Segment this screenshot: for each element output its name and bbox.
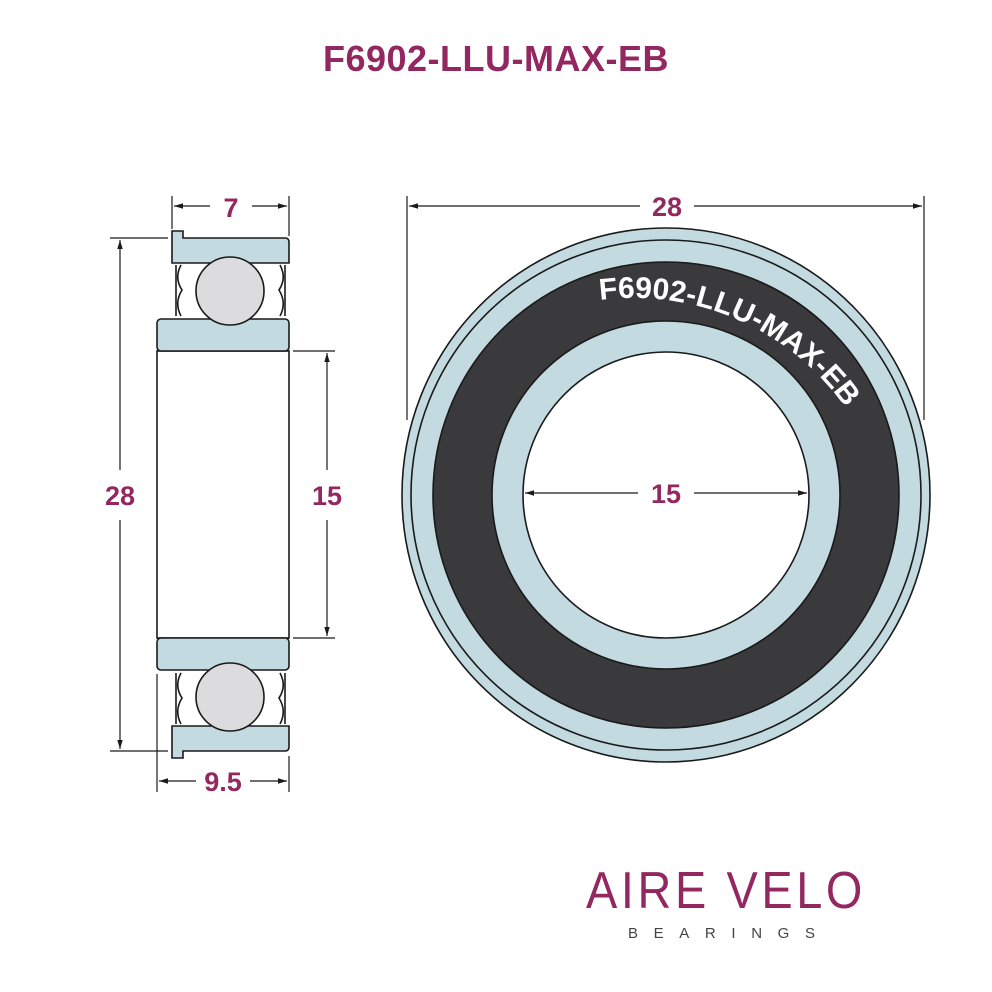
outer-ring-top: [171, 230, 290, 264]
dim-bore-side-label: 15: [312, 481, 342, 511]
dim-width: 7: [171, 193, 290, 236]
dim-bore-front-label: 15: [651, 479, 681, 509]
bore-section: [156, 350, 290, 639]
bore: [522, 351, 810, 639]
seal-bottom-left: [175, 672, 183, 725]
ball-top: [195, 256, 265, 326]
dim-outer-front-label: 28: [652, 192, 682, 222]
ball-bottom: [195, 662, 265, 732]
side-view: 7 28 15 9.5: [105, 193, 342, 797]
dim-flange-label: 9.5: [204, 767, 242, 797]
seal-top-left: [175, 264, 183, 317]
brand-name: AIRE VELO: [586, 862, 866, 920]
dim-outer-front: 28: [406, 192, 925, 420]
dim-bore-front: 15: [525, 479, 807, 509]
page-title: F6902-LLU-MAX-EB: [322, 38, 670, 79]
brand-tagline: BEARINGS: [628, 925, 824, 942]
dim-bore-side: 15: [293, 350, 342, 639]
dim-outer-side-label: 28: [105, 481, 135, 511]
dim-outer-side: 28: [105, 237, 168, 752]
seal-bottom-right: [278, 672, 286, 725]
outer-ring-bottom: [171, 725, 290, 759]
dim-flange: 9.5: [156, 674, 290, 797]
dim-width-label: 7: [223, 193, 238, 223]
front-view: F6902-LLU-MAX-EB 28 15: [401, 192, 931, 763]
seal-top-right: [278, 264, 286, 317]
brand-logo: AIRE VELO BEARINGS: [586, 862, 866, 942]
